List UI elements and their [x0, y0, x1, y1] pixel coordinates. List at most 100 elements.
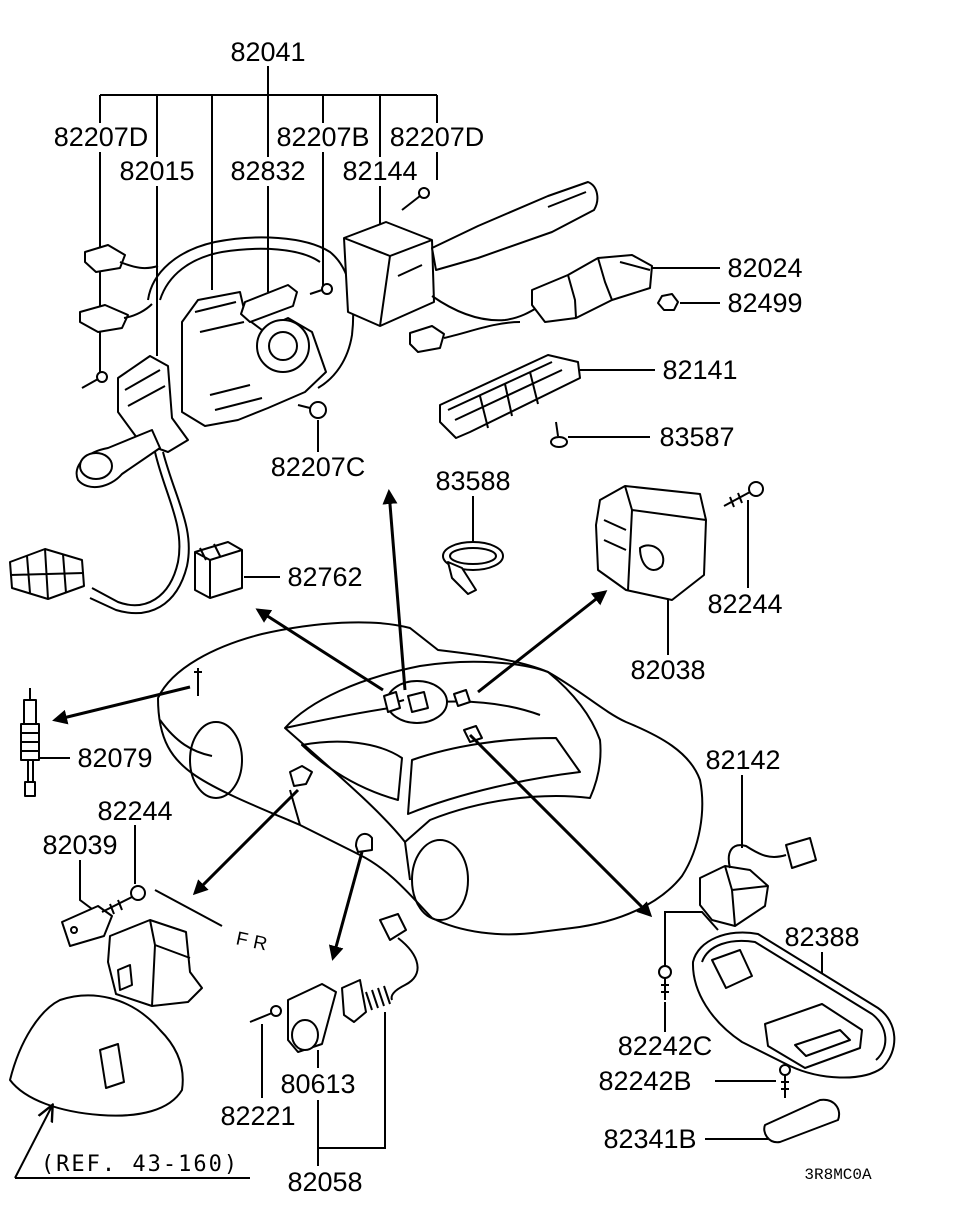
screw-head — [658, 965, 672, 979]
small-connector-upper — [84, 244, 126, 273]
unit-knob — [639, 544, 665, 571]
screw-head — [779, 1064, 791, 1076]
label-82388: 82388 — [784, 922, 859, 952]
sensor-edges — [724, 865, 769, 927]
leader-82039 — [79, 860, 97, 913]
label-82207b: 82207B — [276, 122, 369, 152]
screw-head — [270, 1005, 282, 1017]
label-82242b: 82242B — [598, 1066, 691, 1096]
label-82341b: 82341B — [603, 1124, 696, 1154]
vehicle-rear-wheel — [411, 839, 469, 921]
arrow-to-82038 — [477, 590, 608, 694]
sensor-82079 — [20, 688, 40, 797]
screw-shank — [101, 896, 133, 915]
small-connector-lower — [79, 304, 129, 333]
leader-82058-bracket — [317, 1012, 386, 1166]
label-82144: 82144 — [342, 156, 417, 186]
lever-mount — [117, 355, 189, 453]
reference-panel — [9, 994, 184, 1117]
panel-detail — [447, 361, 563, 429]
vehicle-front-bumper — [159, 719, 213, 757]
screw-82207b — [309, 283, 333, 295]
horn-assembly-82058 — [287, 913, 419, 1053]
tie-loop-inner — [449, 547, 497, 565]
wiper-plug — [409, 325, 445, 353]
label-82079: 82079 — [77, 743, 152, 773]
screw-82207d-right — [401, 187, 430, 211]
relay-82039 — [61, 905, 203, 1007]
fr-direction-line — [154, 889, 223, 927]
lamp-lens-area — [764, 1003, 863, 1069]
label-82244-lower: 82244 — [97, 796, 172, 826]
horn-body-80613 — [291, 1019, 319, 1051]
label-fr: FR — [234, 928, 275, 956]
ref-pointer — [14, 1106, 52, 1179]
relay-edges — [117, 919, 191, 1007]
harness-wire — [91, 451, 181, 607]
lamp-rim — [701, 939, 887, 1061]
label-reference: (REF. 43-160) — [41, 1152, 239, 1177]
screw-83587 — [550, 421, 568, 448]
sensor-terminal — [24, 781, 36, 797]
arrow-to-82039 — [192, 788, 300, 896]
screw-shank — [297, 404, 311, 409]
horn-wire — [390, 937, 419, 1001]
wiper-wire — [431, 295, 541, 322]
label-83587: 83587 — [659, 422, 734, 452]
arrow-to-82058 — [328, 851, 364, 961]
vehicle-component-right — [453, 689, 471, 707]
drawing-code: 3R8MC0A — [804, 1166, 872, 1184]
screw-shank — [555, 421, 559, 437]
screw-head — [748, 481, 764, 497]
relay-bracket-hole — [70, 926, 78, 934]
label-82039: 82039 — [42, 830, 117, 860]
tie-tail — [447, 561, 477, 595]
label-82207d-left: 82207D — [54, 122, 149, 152]
lens-82341b — [763, 1098, 840, 1144]
sensor-thread-lines — [21, 732, 39, 752]
connector-edges — [194, 543, 243, 598]
label-80613: 80613 — [280, 1069, 355, 1099]
vehicle-front-wheel — [189, 721, 243, 799]
label-82141: 82141 — [662, 355, 737, 385]
label-82038: 82038 — [630, 655, 705, 685]
cable-reel-hole — [268, 331, 298, 361]
cable-tie-83588 — [442, 541, 504, 595]
relay-bracket — [61, 905, 113, 947]
panel-outline — [9, 994, 184, 1117]
label-82058: 82058 — [287, 1167, 362, 1197]
column-frame-outer — [147, 236, 355, 389]
screw-82207c — [297, 401, 327, 419]
vehicle — [157, 621, 704, 936]
connector-body — [194, 541, 243, 599]
screw-shank — [309, 289, 323, 295]
screw-shank — [661, 978, 669, 1000]
box-edges — [343, 237, 433, 327]
panel-outline — [439, 354, 581, 439]
screw-82244-lower — [101, 885, 146, 915]
horn-switch — [341, 979, 367, 1023]
screw-head — [418, 187, 430, 199]
label-82142: 82142 — [705, 745, 780, 775]
label-82242c: 82242C — [618, 1031, 713, 1061]
leader-82041-bracket — [99, 66, 438, 290]
label-82207c: 82207C — [271, 452, 366, 482]
label-82244-upper: 82244 — [707, 589, 782, 619]
vehicle-component-left — [383, 691, 401, 713]
part-82144-box — [343, 221, 435, 327]
lamp-lens-button — [794, 1029, 851, 1057]
vehicle-rear-window — [407, 737, 581, 815]
arrow-to-82762 — [255, 608, 384, 692]
sensor-82142 — [699, 837, 817, 927]
screw-82244-upper — [723, 481, 764, 508]
arrow-to-82388 — [468, 733, 653, 918]
wiper-stalk-ridge — [547, 191, 587, 208]
label-82221: 82221 — [220, 1101, 295, 1131]
horn-spring — [365, 985, 391, 1011]
label-82207d-right: 82207D — [390, 122, 485, 152]
vehicle-greenhouse — [284, 660, 602, 843]
unit-edges — [603, 485, 707, 591]
vehicle-component-sensor — [289, 765, 313, 787]
column-frame-inner — [159, 247, 321, 301]
